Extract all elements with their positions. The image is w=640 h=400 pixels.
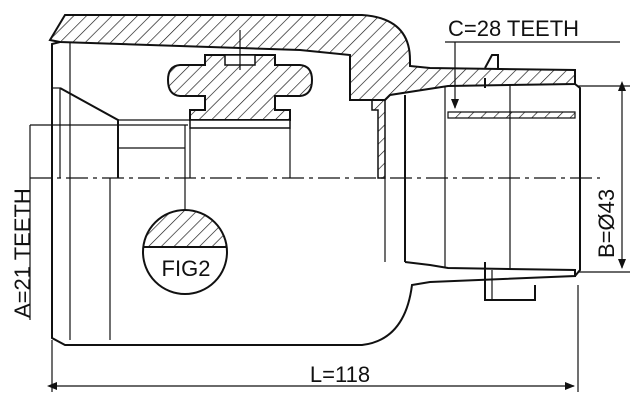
a-teeth-label: A=21 TEETH: [10, 188, 35, 318]
fig2-label: FIG2: [162, 256, 211, 281]
length-dimension: L=118: [47, 285, 579, 392]
a-teeth-callout: A=21 TEETH: [10, 124, 188, 320]
shaft-band: [447, 111, 576, 119]
c-teeth-callout: C=28 TEETH: [445, 16, 620, 109]
seal-ring: [371, 54, 536, 301]
c-teeth-label: C=28 TEETH: [448, 16, 579, 41]
tripod-spider: [166, 30, 314, 178]
length-label: L=118: [310, 362, 370, 387]
inner-cone: [52, 87, 190, 178]
b-diameter-dimension: B=Ø43: [578, 81, 630, 273]
housing-upper-section: [48, 14, 576, 101]
b-diameter-label: B=Ø43: [594, 189, 619, 258]
fig2-detail-circle: FIG2: [142, 125, 228, 295]
